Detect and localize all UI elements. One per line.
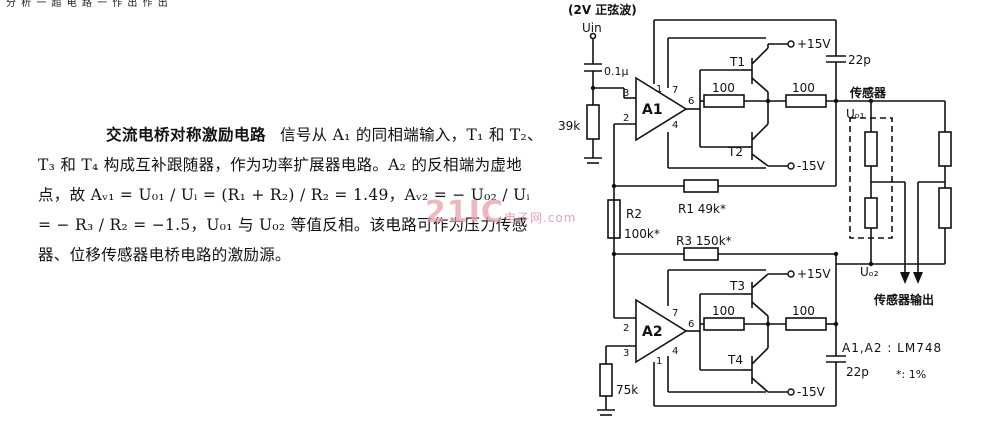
vpos-a2-label: +15V: [797, 267, 831, 281]
watermark-sub: 电子网: [503, 211, 543, 225]
article-text: 交流电桥对称激励电路信号从 A₁ 的同相端输入，T₁ 和 T₂、T₃ 和 T₄ …: [38, 120, 543, 270]
a2-pin-1: 1: [656, 356, 662, 367]
sensor-label: 传感器: [849, 85, 887, 100]
tolerance-note: *: 1%: [896, 368, 926, 381]
cropped-header-fragment: 分 析 一 超 电 路 一 作 出 作 出: [6, 0, 169, 8]
r100-a1-in-label: 100: [712, 81, 735, 95]
r100-a2-out-label: 100: [792, 304, 815, 318]
cap-22p-top-label: 22p: [848, 53, 871, 67]
a2-pin-7: 7: [672, 308, 678, 319]
r2-value-label: 100k*: [624, 227, 660, 241]
a2-pin-2: 2: [623, 323, 629, 334]
a2-pin-6: 6: [688, 319, 694, 330]
t1-label: T1: [729, 55, 745, 69]
article-title: 交流电桥对称激励电路: [106, 125, 267, 144]
sensor-output-label: 传感器输出: [873, 292, 934, 307]
a2-label: A2: [642, 324, 663, 340]
r100-a2-in-label: 100: [712, 304, 735, 318]
a2-pin-4: 4: [672, 346, 678, 357]
r2-label: R2: [626, 207, 642, 221]
a1-pin-2: 2: [623, 113, 629, 124]
t3-label: T3: [729, 279, 745, 293]
watermark-main: 21IC: [425, 195, 504, 230]
article-body: 信号从 A₁ 的同相端输入，T₁ 和 T₂、T₃ 和 T₄ 构成互补跟随器，作为…: [38, 126, 543, 264]
input-resistor-label: 39k: [558, 119, 580, 133]
a1-pin-6: 6: [688, 96, 694, 107]
input-capacitor-label: 0.1μ: [604, 65, 629, 78]
a1-pin-4: 4: [672, 120, 678, 131]
r3-label: R3 150k*: [676, 234, 732, 248]
a2-pin-3: 3: [623, 348, 629, 359]
vneg-a1-label: -15V: [797, 159, 826, 173]
watermark-logo: 21IC电子网.com: [425, 195, 576, 230]
input-signal-note: (2V 正弦波): [568, 2, 637, 17]
vneg-a2-label: -15V: [797, 385, 826, 399]
vpos-a1-label: +15V: [797, 37, 831, 51]
a1-pin-7: 7: [672, 85, 678, 96]
watermark-url: .com: [542, 211, 577, 225]
ic-type-note: A1,A2 : LM748: [842, 341, 942, 355]
t4-label: T4: [727, 353, 743, 367]
uin-label: Uin: [582, 21, 602, 35]
r100-a1-out-label: 100: [792, 81, 815, 95]
a1-label: A1: [642, 102, 663, 118]
uo1-label: Uₒ₁: [846, 107, 865, 121]
cap-22p-bottom-label: 22p: [846, 365, 869, 379]
uo2-label: Uₒ₂: [860, 265, 879, 279]
a1-pin-3: 3: [623, 88, 629, 99]
a1-pin-1: 1: [656, 84, 662, 95]
t2-label: T2: [727, 145, 743, 159]
r1-label: R1 49k*: [678, 202, 726, 216]
r75k-label: 75k: [616, 383, 638, 397]
